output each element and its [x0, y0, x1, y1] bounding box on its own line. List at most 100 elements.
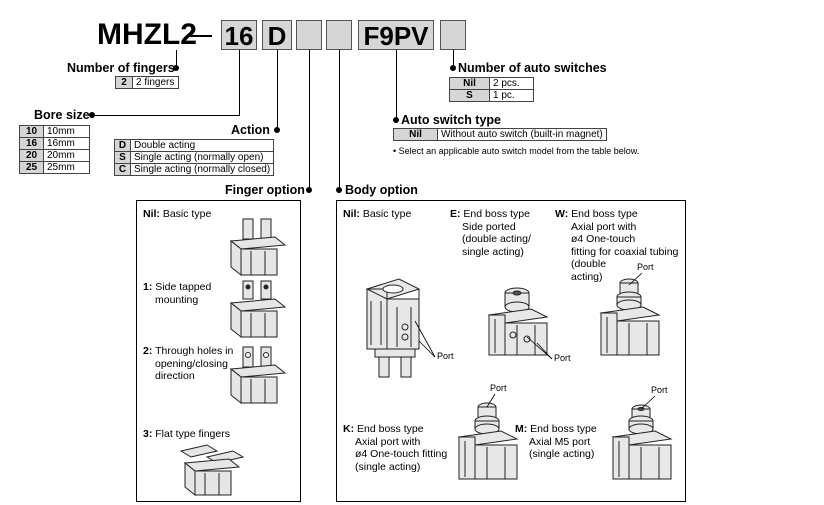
body-option-k: K: End boss type Axial port with ø4 One-…	[343, 423, 447, 473]
option-label: ø4 One-touch fitting	[355, 448, 448, 460]
option-label: 1 pc.	[489, 89, 534, 102]
option-label: opening/closing	[155, 357, 228, 370]
option-code: Nil:	[343, 208, 360, 220]
model-box-body-option	[326, 20, 352, 50]
option-code: K:	[343, 423, 355, 435]
option-code: S	[114, 151, 131, 164]
option-label: 20mm	[43, 149, 90, 162]
body-option-w: W: End boss type Axial port with ø4 One-…	[555, 208, 678, 283]
port-label-coaxial: Port	[637, 262, 654, 272]
body-option-panel: Nil: Basic type E: End boss type Side po…	[336, 200, 686, 502]
table-row: Nil Without auto switch (built-in magnet…	[393, 128, 607, 141]
option-code: Nil:	[143, 208, 160, 220]
connector-line	[453, 50, 454, 68]
connector-line	[396, 50, 397, 120]
option-label: Flat type fingers	[155, 428, 230, 440]
body-option-header: Body option	[345, 183, 418, 197]
option-label: acting)	[571, 270, 603, 283]
option-code: 25	[19, 161, 44, 174]
option-label: Basic type	[162, 208, 212, 220]
option-label: Through holes in	[155, 345, 234, 357]
model-box-bore: 16	[221, 20, 257, 51]
option-label: 2 fingers	[132, 76, 179, 89]
gripper-flat-fingers-illustration	[179, 444, 245, 497]
connector-line	[93, 115, 240, 116]
option-code: E:	[450, 208, 461, 220]
option-label: 2 pcs.	[489, 77, 534, 90]
finger-option-3: 3: Flat type fingers	[143, 428, 230, 441]
option-label: End boss type	[530, 423, 597, 435]
option-code: Nil	[393, 128, 438, 141]
option-code: 2:	[143, 345, 153, 357]
option-label: 10mm	[43, 125, 90, 138]
option-code: W:	[555, 208, 569, 220]
option-label: fitting for coaxial tubing	[571, 245, 679, 258]
table-row: 2 2 fingers	[115, 76, 179, 89]
option-label: End boss type	[463, 208, 530, 220]
connector-dot	[336, 187, 342, 193]
finger-option-1: 1: Side tapped mounting	[143, 281, 211, 306]
fingers-table: 2 2 fingers	[115, 76, 179, 89]
model-box-action: D	[262, 20, 292, 51]
connector-dot	[306, 187, 312, 193]
body-axial-one-touch-illustration	[457, 402, 519, 480]
switch-type-header: Auto switch type	[401, 113, 502, 127]
option-label: Axial port with	[571, 220, 637, 233]
option-code: Nil	[449, 77, 490, 90]
body-side-ported-illustration	[487, 287, 549, 356]
connector-line	[239, 50, 240, 116]
port-label-one-touch: Port	[490, 383, 507, 393]
option-code: 1:	[143, 281, 153, 293]
action-header: Action	[231, 123, 270, 137]
option-label: (single acting)	[529, 448, 595, 460]
bore-table: 10 10mm 16 16mm 20 20mm 25 25mm	[19, 125, 90, 174]
option-label: Side tapped	[155, 281, 212, 293]
option-label: Single acting (normally closed)	[129, 163, 275, 176]
switch-count-table: Nil 2 pcs. S 1 pc.	[449, 77, 534, 102]
option-code: S	[449, 89, 490, 102]
finger-option-2: 2: Through holes in opening/closing dire…	[143, 345, 233, 383]
body-coaxial-port-illustration	[599, 278, 661, 356]
connector-line	[277, 50, 278, 130]
port-label-m5: Port	[651, 385, 668, 395]
finger-option-panel: Nil: Basic type 1: Side tapped mounting …	[136, 200, 301, 502]
body-option-m: M: End boss type Axial M5 port (single a…	[515, 423, 597, 461]
option-code: 10	[19, 125, 44, 138]
option-code: D	[114, 139, 131, 152]
model-box-switch-count	[440, 20, 466, 50]
finger-option-nil: Nil: Basic type	[143, 208, 211, 221]
action-table: D Double acting S Single acting (normall…	[114, 139, 275, 176]
table-row: 16 16mm	[19, 137, 90, 150]
body-option-nil: Nil: Basic type	[343, 208, 411, 221]
table-row: S 1 pc.	[449, 89, 534, 102]
model-prefix: MHZL2	[97, 18, 197, 51]
body-basic-illustration	[365, 278, 421, 378]
switch-type-table: Nil Without auto switch (built-in magnet…	[393, 128, 607, 141]
model-box-finger-option	[296, 20, 322, 50]
option-label: Axial M5 port	[529, 435, 591, 448]
option-label: Side ported	[462, 220, 516, 233]
option-label: End boss type	[357, 423, 424, 435]
table-row: Nil 2 pcs.	[449, 77, 534, 90]
option-label: Basic type	[362, 208, 412, 220]
connector-line	[339, 50, 340, 190]
option-label: End boss type	[571, 208, 638, 220]
table-row: 10 10mm	[19, 125, 90, 138]
gripper-basic-illustration	[229, 218, 287, 277]
option-label: Without auto switch (built-in magnet)	[437, 128, 607, 141]
option-label: (double acting/	[462, 233, 531, 245]
connector-dot	[173, 65, 179, 71]
option-label: (single acting)	[355, 460, 421, 473]
table-row: S Single acting (normally open)	[114, 151, 275, 164]
gripper-through-holes-illustration	[229, 346, 287, 405]
table-row: C Single acting (normally closed)	[114, 163, 275, 176]
connector-dot	[274, 127, 280, 133]
port-label-basic: Port	[437, 351, 454, 361]
gripper-side-tapped-illustration	[229, 280, 287, 339]
connector-line	[309, 50, 310, 190]
option-label: ø4 One-touch	[571, 233, 636, 245]
switch-count-header: Number of auto switches	[458, 61, 607, 75]
port-label-side-ported: Port	[554, 353, 571, 363]
bore-header: Bore size	[34, 108, 90, 122]
body-axial-m5-illustration	[611, 404, 673, 480]
